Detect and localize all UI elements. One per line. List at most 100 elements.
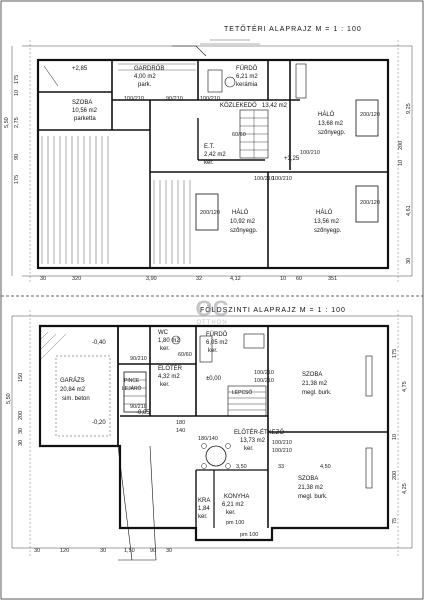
room-kozlekedo-name: KÖZLEKEDŐ bbox=[220, 103, 257, 109]
room-szoba1-area: 21,38 m2 bbox=[302, 381, 328, 387]
lower-opening: pm 100 bbox=[226, 520, 245, 526]
room-et-floor: ker. bbox=[204, 160, 214, 166]
room-garazs-area: 20,84 m2 bbox=[60, 387, 86, 393]
upper-dim-bottom: 3,90 bbox=[146, 276, 157, 282]
lower-opening: 100/210 bbox=[254, 370, 274, 376]
room-halo1-floor: szőnyegp. bbox=[318, 130, 346, 136]
upper-dim-right: 200 bbox=[398, 140, 404, 150]
room-kamra-floor: ker. bbox=[198, 514, 208, 520]
lower-dim-bottom: 120 bbox=[60, 548, 70, 554]
room-wc-area: 1,80 m2 bbox=[158, 338, 180, 344]
upper-dim-bottom: 4,12 bbox=[230, 276, 241, 282]
room-furdo-floor: ker. bbox=[208, 348, 218, 354]
room-halo1-name: HÁLÓ bbox=[318, 112, 335, 118]
room-furdo-area: 6,21 m2 bbox=[236, 74, 258, 80]
room-szoba-floor: parketta bbox=[74, 116, 96, 122]
lower-dim-bottom: 180 bbox=[176, 420, 186, 426]
room-eloter-floor: ker. bbox=[160, 382, 170, 388]
room-furdo-name: FÜRDŐ bbox=[206, 332, 228, 338]
room-szoba2-floor: megl. burk. bbox=[298, 494, 328, 500]
lower-dim-left: 30 bbox=[18, 427, 24, 434]
room-szoba1-name: SZOBA bbox=[302, 372, 323, 378]
lower-plan bbox=[11, 310, 413, 561]
room-eloter-name: ELŐTÉR bbox=[158, 366, 183, 372]
lower-level-mark: -0,40 bbox=[92, 340, 106, 346]
lower-opening: 180/140 bbox=[198, 436, 218, 442]
room-halo3-floor: szőnyegp. bbox=[314, 228, 342, 234]
room-halo3-area: 13,56 m2 bbox=[314, 219, 340, 225]
room-szoba1-floor: megl. burk. bbox=[302, 390, 332, 396]
room-eloter-etkezo-area: 13,73 m2 bbox=[240, 438, 266, 444]
room-eloter-etkezo-name: ELŐTÉR-ÉTKEZŐ bbox=[234, 430, 285, 436]
upper-dim-left: 5,50 bbox=[4, 117, 10, 128]
room-konyha-name: KONYHA bbox=[224, 494, 250, 500]
upper-plan-title: TETŐTÉRI ALAPRAJZ M = 1 : 100 bbox=[224, 26, 362, 33]
room-halo2-name: HÁLÓ bbox=[232, 210, 249, 216]
lower-dim-bottom: 30 bbox=[100, 548, 107, 554]
room-szoba2-name: SZOBA bbox=[298, 476, 319, 482]
room-furdo-name: FÜRDŐ bbox=[236, 66, 258, 72]
watermark-text: OTTHON bbox=[196, 320, 228, 326]
upper-dim-left: 175 bbox=[14, 174, 20, 184]
room-gardrob-floor: park. bbox=[138, 82, 152, 88]
room-halo1-area: 13,68 m2 bbox=[318, 121, 344, 127]
room-wc-name: WC bbox=[158, 330, 168, 336]
room-eloter-area: 4,32 m2 bbox=[158, 374, 180, 380]
lower-dim-left: 150 bbox=[18, 372, 24, 382]
upper-plan bbox=[11, 39, 413, 283]
upper-dim-left: 10 bbox=[14, 89, 20, 96]
upper-opening: 200/120 bbox=[360, 200, 380, 206]
room-szoba-area: 10,56 m2 bbox=[72, 108, 98, 114]
lower-opening: 100/210 bbox=[254, 378, 274, 384]
watermark-logo: OC bbox=[195, 296, 229, 321]
lower-dim-right: 10 bbox=[392, 433, 398, 440]
lower-opening: 90/210 bbox=[130, 404, 147, 410]
room-konyha-area: 6,21 m2 bbox=[222, 502, 244, 508]
room-eloter-etkezo-floor: ker. bbox=[244, 446, 254, 452]
lower-level-mark: -0,05 bbox=[136, 410, 150, 416]
upper-dim-right: 4,61 bbox=[406, 205, 412, 216]
room-kamra-area: 1,84 bbox=[198, 506, 210, 512]
upper-opening: 100/210 bbox=[272, 176, 292, 182]
lower-dim-bottom: 33 bbox=[278, 464, 285, 470]
lower-dim-bottom: 140 bbox=[176, 428, 186, 434]
upper-opening: 100/210 bbox=[300, 150, 320, 156]
room-et-name: E.T. bbox=[204, 144, 215, 150]
lower-dim-bottom: 30 bbox=[34, 548, 41, 554]
lower-dim-left: 30 bbox=[18, 439, 24, 446]
lower-dim-bottom: 90 bbox=[150, 548, 157, 554]
upper-opening: 200/120 bbox=[360, 112, 380, 118]
lower-opening: 100/210 bbox=[272, 440, 292, 446]
room-halo2-floor: szőnyegp. bbox=[230, 228, 258, 234]
room-lepcso-name: LÉPCSŐ bbox=[232, 390, 253, 396]
lower-level-mark: ±0,00 bbox=[206, 376, 221, 382]
upper-dim-bottom: 351 bbox=[328, 276, 338, 282]
lower-dim-left: 5,50 bbox=[6, 393, 12, 404]
upper-dim-bottom: 60 bbox=[296, 276, 303, 282]
upper-dim-right: 9,25 bbox=[406, 103, 412, 114]
lower-dim-right: 175 bbox=[392, 348, 398, 358]
room-szoba2-area: 21,38 m2 bbox=[298, 485, 324, 491]
watermark: OC OTTHON bbox=[186, 296, 238, 327]
room-kamra-name: KRA bbox=[198, 498, 211, 504]
upper-dim-left: 2,75 bbox=[14, 117, 20, 128]
room-konyha-floor: ker. bbox=[226, 510, 236, 516]
lower-dim-bottom: 3,50 bbox=[236, 464, 247, 470]
upper-dim-right: 10 bbox=[398, 159, 404, 166]
upper-dim-bottom: 32 bbox=[196, 276, 203, 282]
upper-opening: 90/210 bbox=[166, 96, 183, 102]
room-gardrob-area: 4,00 m2 bbox=[134, 74, 156, 80]
room-kozlekedo-area: 13,42 m2 bbox=[262, 103, 288, 109]
room-furdo-area: 6,05 m2 bbox=[206, 340, 228, 346]
upper-opening: 100/210 bbox=[124, 96, 144, 102]
room-garazs-floor: sim. beton bbox=[62, 396, 90, 402]
room-garazs-name: GARÁZS bbox=[60, 378, 85, 384]
lower-dim-bottom: 30 bbox=[166, 548, 173, 554]
upper-level-mark: +3,25 bbox=[284, 156, 300, 162]
lower-opening: pm 100 bbox=[240, 532, 259, 538]
room-wc-floor: ker. bbox=[160, 346, 170, 352]
lower-dim-right: 4,75 bbox=[402, 381, 408, 392]
lower-plan-title: FÖLDSZINTI ALAPRAJZ M = 1 : 100 bbox=[200, 307, 346, 314]
